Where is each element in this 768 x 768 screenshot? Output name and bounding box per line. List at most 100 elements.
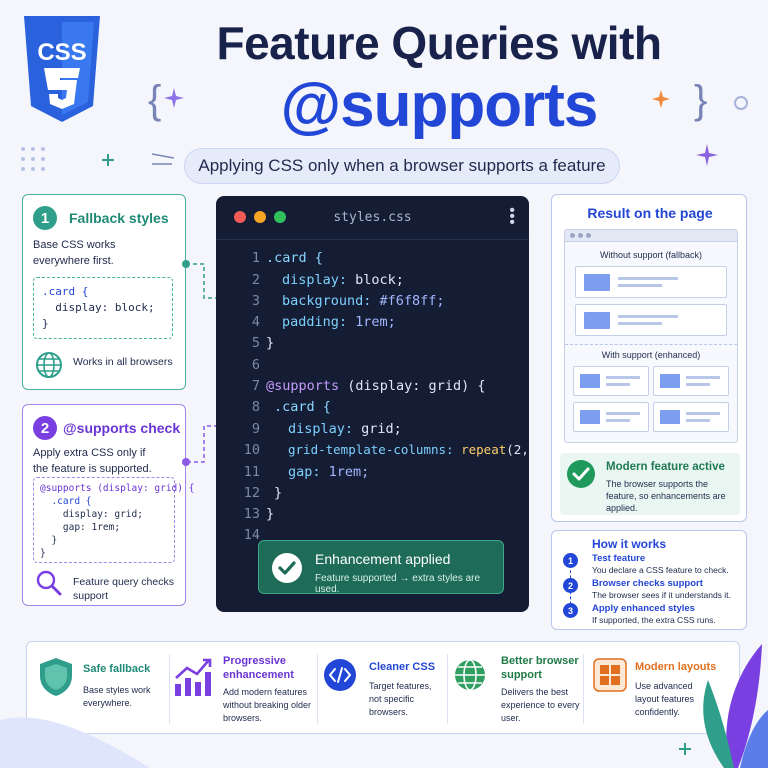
line-number: 1 [251,250,260,266]
code-selector: .card { [266,250,323,266]
browser-toolbar [565,230,737,242]
benefit-description: Use advanced layout features confidently… [635,681,695,717]
benefit-title: Better browser support [501,655,579,681]
window-minimize-dot[interactable] [254,211,266,223]
code-line: gap: 1rem; [288,464,369,480]
grid-block [573,402,649,432]
search-icon [36,570,62,596]
step-number: 2 [563,578,578,593]
code-line: .card { [274,399,331,415]
benefit-description: Delivers the best experience to every us… [501,687,580,723]
code-property: grid-template-columns: [288,442,454,457]
code-value: block; [347,272,404,288]
step-description: You declare a CSS feature to check. [592,565,729,575]
line-number: 7 [251,378,260,394]
code-line: padding: 1rem; [282,314,396,330]
code-editor-window: styles.css ••• 1 2 3 4 5 6 7 8 9 10 11 1… [216,196,529,612]
code-line: } [40,535,58,546]
step-description: The browser sees if it understands it. [592,590,731,600]
subtitle-pill: Applying CSS only when a browser support… [184,148,620,184]
line-number: 12 [243,485,260,501]
benefit-title: Progressive enhancement [223,655,294,681]
code-selector: .card { [274,399,331,415]
code-icon [324,659,356,691]
layout-grid-icon [593,658,627,692]
ring-decoration [734,96,748,110]
line-number: 14 [243,527,260,543]
code-property: display: [282,272,348,288]
fallback-card-description: Base CSS works everywhere first. [33,239,116,267]
sparkle-icon [164,88,184,108]
code-line: } [266,335,275,351]
sparkle-icon [652,90,670,108]
benefit-description: Target features, not specific browsers. [369,681,432,717]
code-condition: (display: grid) { [339,378,486,394]
brace-left-decoration: { [148,78,162,122]
css3-logo: CSS [20,14,104,126]
brace-right-decoration: } [694,78,708,122]
code-line: display: block; [42,301,155,314]
code-line: .card { [40,496,92,507]
more-options-icon[interactable]: ••• [509,202,515,231]
fallback-card-title: Fallback styles [69,210,169,226]
leaves-decoration [703,644,768,768]
code-line: } [42,317,49,330]
editor-titlebar: styles.css ••• [216,196,529,240]
fallback-styles-card: 1 Fallback styles Base CSS works everywh… [22,194,186,390]
code-value: grid; [353,421,402,437]
code-value: #f6f8ff; [371,293,445,309]
fallback-block [575,304,727,336]
code-value: (2, 1fr); [506,442,529,457]
code-line: } [40,548,46,559]
step-title: Apply enhanced styles [592,603,695,614]
grid-block [653,366,729,396]
supports-card-footer: Feature query checks support [73,576,174,602]
enhancement-subtitle: Feature supported → extra styles are use… [315,573,481,595]
line-number: 8 [251,399,260,415]
line-number: 13 [243,506,260,522]
wave-decoration [0,717,150,768]
result-panel: Result on the page Without support (fall… [551,194,747,522]
result-panel-title: Result on the page [587,205,713,221]
fallback-code-snippet: .card { display: block; } [33,277,173,339]
enhancement-title: Enhancement applied [315,551,451,567]
enhancement-applied-banner: Enhancement applied Feature supported → … [258,540,504,595]
check-circle-icon [567,460,595,488]
code-line: .card { [42,285,89,298]
supports-code-snippet: @supports (display: grid) { .card { disp… [33,477,194,563]
code-value: 1rem; [347,314,396,330]
supports-card-title: @supports check [63,420,181,436]
code-line: display: grid; [40,509,143,520]
benefit-title: Cleaner CSS [369,661,436,673]
grid-block [653,402,729,432]
code-line: grid-template-columns: repeat(2, 1fr); [288,442,529,457]
window-close-dot[interactable] [234,211,246,223]
code-line: display: block; [282,272,404,288]
line-number: 10 [243,442,260,458]
css-logo-text: CSS [37,39,86,66]
step-title: Test feature [592,553,646,564]
line-number: 11 [243,464,260,480]
step-description: If supported, the extra CSS runs. [592,615,716,625]
grid-block [573,366,649,396]
sparkle-icon [696,144,718,166]
code-line: gap: 1rem; [40,522,121,533]
code-line: @supports (display: grid) { [266,378,485,394]
plus-decoration [679,743,691,755]
code-line: display: grid; [288,421,402,437]
globe-icon [455,659,485,691]
browser-mockup: Without support (fallback) With support … [564,229,738,443]
how-it-works-panel: How it works 1 Test feature You declare … [551,530,747,630]
code-line: .card { [266,250,323,266]
code-line: } [266,506,275,522]
code-value: 1rem; [320,464,370,480]
code-line: background: #f6f8ff; [282,293,445,309]
modern-feature-status: Modern feature active The browser suppor… [560,453,740,515]
line-number: 9 [251,421,260,437]
window-maximize-dot[interactable] [274,211,286,223]
line-number: 6 [251,357,260,373]
step-number: 1 [563,553,578,568]
line-number: 2 [251,272,260,288]
benefit-description: Base styles work everywhere. [83,685,151,708]
growth-chart-icon [175,658,212,696]
